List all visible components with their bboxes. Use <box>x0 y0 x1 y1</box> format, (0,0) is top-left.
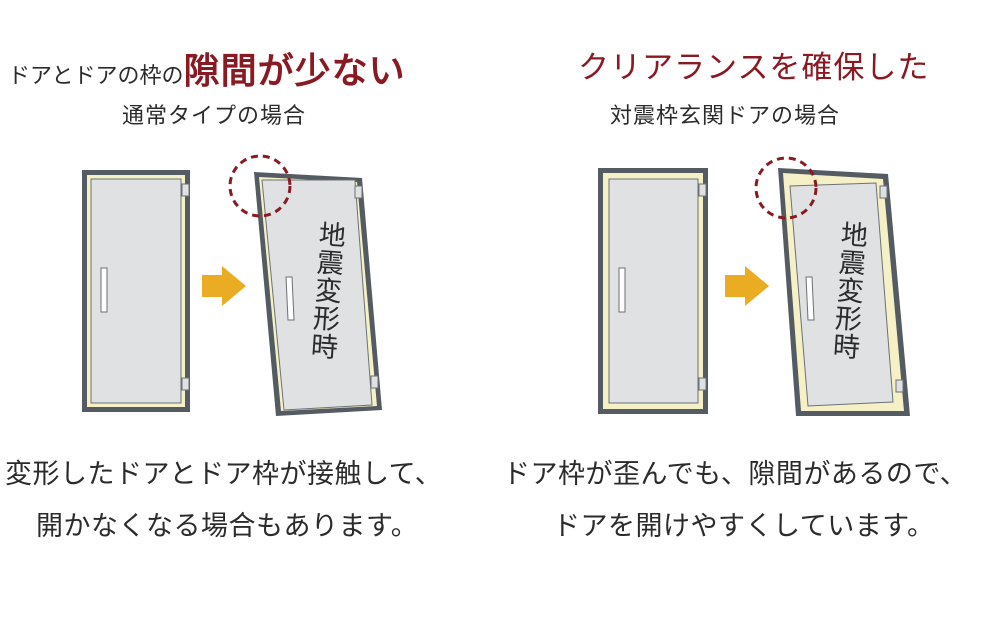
left-deformed-door-panel <box>261 179 373 411</box>
left-deformed-door-hinge-top <box>354 185 363 199</box>
right-clearance-circle <box>754 156 818 220</box>
left-caption-line2: 開かなくなる場合もあります。 <box>36 511 419 542</box>
right-deformed-door-handle <box>805 276 815 321</box>
left-heading-prefix: ドアとドアの枠の <box>8 64 184 89</box>
right-door-label: 地震変形時 <box>827 219 868 362</box>
right-normal-door-hinge-bottom <box>698 377 707 391</box>
left-door-label: 地震変形時 <box>305 219 346 362</box>
left-deformed-door-hinge-bottom <box>370 375 379 389</box>
right-deformed-door-hinge-top <box>879 185 888 199</box>
right-normal-door <box>598 168 708 414</box>
left-deformed-door <box>228 154 382 416</box>
right-normal-door-handle <box>618 267 626 313</box>
left-arrow-icon <box>202 266 246 306</box>
right-caption-line2: ドアを開けやすくしています。 <box>553 511 935 542</box>
left-normal-door <box>82 170 190 412</box>
left-heading: ドアとドアの枠の 隙間が少ない <box>8 42 406 92</box>
right-normal-door-hinge-top <box>698 183 707 197</box>
right-deformed-door <box>754 156 910 416</box>
left-normal-door-hinge-top <box>181 183 190 197</box>
left-subheading: 通常タイプの場合 <box>122 104 307 129</box>
right-heading: クリアランスを確保した <box>578 42 929 92</box>
right-subheading: 対震枠玄関ドアの場合 <box>610 104 841 129</box>
left-heading-emphasis: 隙間が少ない <box>183 50 406 92</box>
right-deformed-door-panel <box>789 182 894 407</box>
left-caption-line1: 変形したドアとドア枠が接触して、 <box>5 459 443 490</box>
left-normal-door-hinge-bottom <box>181 377 190 391</box>
right-caption-line1: ドア枠が歪んでも、隙間があるので、 <box>503 459 968 490</box>
right-heading-text: クリアランスを確保した <box>578 50 930 86</box>
right-deformed-door-hinge-bottom <box>895 379 904 393</box>
left-contact-circle <box>228 154 292 218</box>
right-arrow-icon <box>725 266 769 306</box>
left-deformed-door-handle <box>285 276 295 321</box>
left-normal-door-handle <box>100 267 108 313</box>
